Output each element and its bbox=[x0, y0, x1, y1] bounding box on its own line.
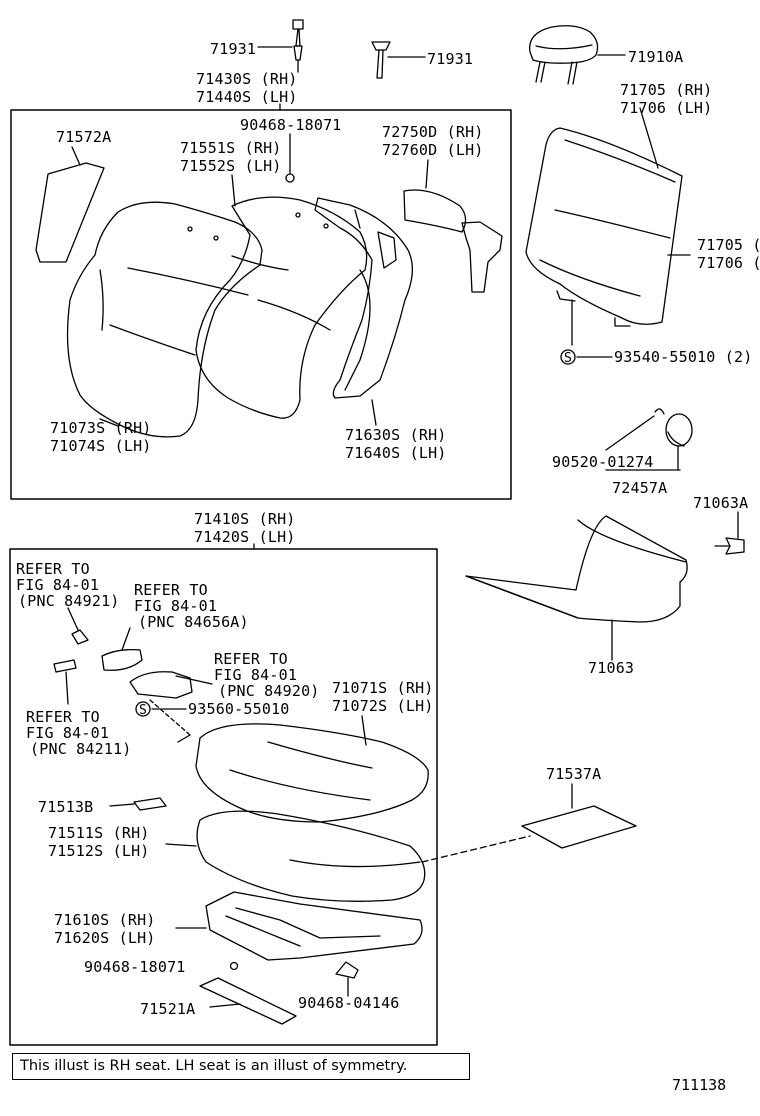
seatback-pad-71551s bbox=[187, 174, 368, 419]
bolt-71931-right bbox=[371, 41, 426, 79]
refer-84211-line1: REFER TO bbox=[26, 708, 100, 726]
sheet-71537a bbox=[421, 783, 637, 863]
label-71640s: 71640S (LH) bbox=[345, 444, 447, 462]
label-71074s: 71074S (LH) bbox=[50, 437, 152, 455]
label-71512s: 71512S (LH) bbox=[48, 842, 150, 860]
seatback-assembly-frame bbox=[10, 109, 512, 500]
label-71420s: 71420S (LH) bbox=[194, 528, 296, 546]
label-71513b: 71513B bbox=[38, 798, 93, 816]
label-71063: 71063 bbox=[588, 659, 634, 677]
label-71430s: 71430S (RH) bbox=[196, 70, 298, 88]
clip-84211 bbox=[53, 659, 77, 673]
label-71410s: 71410S (RH) bbox=[194, 510, 296, 528]
seatback-frame-71630s bbox=[314, 197, 413, 426]
label-90468-18071-top: 90468-18071 bbox=[240, 116, 342, 134]
pad-71513b bbox=[133, 797, 167, 811]
label-71620s: 71620S (LH) bbox=[54, 929, 156, 947]
refer-84211-line3: (PNC 84211) bbox=[30, 740, 132, 758]
bolt-71931-left bbox=[292, 19, 304, 73]
label-71610s: 71610S (RH) bbox=[54, 911, 156, 929]
label-93540: 93540-55010 (2) bbox=[614, 348, 752, 366]
label-90468-04146: 90468-04146 bbox=[298, 994, 400, 1012]
seat-cover-71071s bbox=[195, 715, 429, 823]
seat-frame-71610s bbox=[175, 891, 423, 961]
clip-90468-18071-bottom bbox=[229, 961, 239, 971]
label-71072s: 71072S (LH) bbox=[332, 697, 434, 715]
diagram-id: 711138 bbox=[672, 1076, 727, 1094]
refer-84921-line1: REFER TO bbox=[16, 560, 90, 578]
pad-71572a bbox=[35, 146, 105, 263]
seatback-cushion-71073s bbox=[66, 201, 263, 438]
clip-84921 bbox=[71, 629, 89, 645]
refer-84920-line2: FIG 84-01 bbox=[214, 666, 297, 684]
label-72750d: 72750D (RH) bbox=[382, 123, 484, 141]
label-71063a: 71063A bbox=[693, 494, 748, 512]
refer-84920-line1: REFER TO bbox=[214, 650, 288, 668]
label-71910a: 71910A bbox=[628, 48, 683, 66]
label-90468-18071-bottom: 90468-18071 bbox=[84, 958, 186, 976]
label-71705-rh: 71705 (RH) bbox=[620, 81, 712, 99]
label-71706-cut: 71706 ( bbox=[697, 254, 760, 272]
headrest-71910a bbox=[529, 25, 626, 85]
screw-symbol-93540-letter: S bbox=[564, 351, 572, 366]
pad-71521a bbox=[199, 977, 297, 1025]
symmetry-note-box bbox=[12, 1053, 470, 1080]
screw-symbol-93560-letter: S bbox=[139, 703, 147, 718]
label-71552s: 71552S (LH) bbox=[180, 157, 282, 175]
clip-90468-18071-top bbox=[285, 173, 295, 183]
screw-symbol-93560 bbox=[135, 701, 151, 717]
refer-84656a-line3: (PNC 84656A) bbox=[138, 613, 249, 631]
seat-skirt-71063 bbox=[465, 515, 688, 661]
refer-84656a-line1: REFER TO bbox=[134, 581, 208, 599]
recliner-cover-72750d bbox=[403, 159, 503, 293]
clip-90468-04146 bbox=[335, 961, 359, 979]
label-71630s: 71630S (RH) bbox=[345, 426, 447, 444]
label-72760d: 72760D (LH) bbox=[382, 141, 484, 159]
lever-84920 bbox=[129, 671, 213, 743]
label-71572a: 71572A bbox=[56, 128, 111, 146]
seat-pad-71511s bbox=[165, 810, 426, 902]
label-90520: 90520-01274 bbox=[552, 453, 654, 471]
label-71440s: 71440S (LH) bbox=[196, 88, 298, 106]
label-71931-right: 71931 bbox=[427, 50, 473, 68]
refer-84211-line2: FIG 84-01 bbox=[26, 724, 109, 742]
bracket-84656a bbox=[101, 648, 143, 671]
label-93560: 93560-55010 bbox=[188, 700, 290, 718]
label-71705-cut: 71705 ( bbox=[697, 236, 760, 254]
symmetry-note: This illust is RH seat. LH seat is an il… bbox=[20, 1058, 408, 1074]
label-71931-left: 71931 bbox=[210, 40, 256, 58]
refer-84920-line3: (PNC 84920) bbox=[218, 682, 320, 700]
label-72457a: 72457A bbox=[612, 479, 667, 497]
refer-84656a-line2: FIG 84-01 bbox=[134, 597, 217, 615]
label-71706-lh: 71706 (LH) bbox=[620, 99, 712, 117]
label-71537a: 71537A bbox=[546, 765, 601, 783]
screw-symbol-93540 bbox=[560, 349, 576, 365]
seat-cushion-assembly-frame bbox=[9, 548, 438, 1046]
refer-84921-line2: FIG 84-01 bbox=[16, 576, 99, 594]
label-71521a: 71521A bbox=[140, 1000, 195, 1018]
label-71073s: 71073S (RH) bbox=[50, 419, 152, 437]
label-71551s: 71551S (RH) bbox=[180, 139, 282, 157]
label-71071s: 71071S (RH) bbox=[332, 679, 434, 697]
refer-84921-line3: (PNC 84921) bbox=[18, 592, 120, 610]
screw-71063a bbox=[714, 511, 745, 555]
seatback-cover-71705 bbox=[525, 107, 691, 346]
knob-72457a bbox=[605, 408, 693, 471]
label-71511s: 71511S (RH) bbox=[48, 824, 150, 842]
